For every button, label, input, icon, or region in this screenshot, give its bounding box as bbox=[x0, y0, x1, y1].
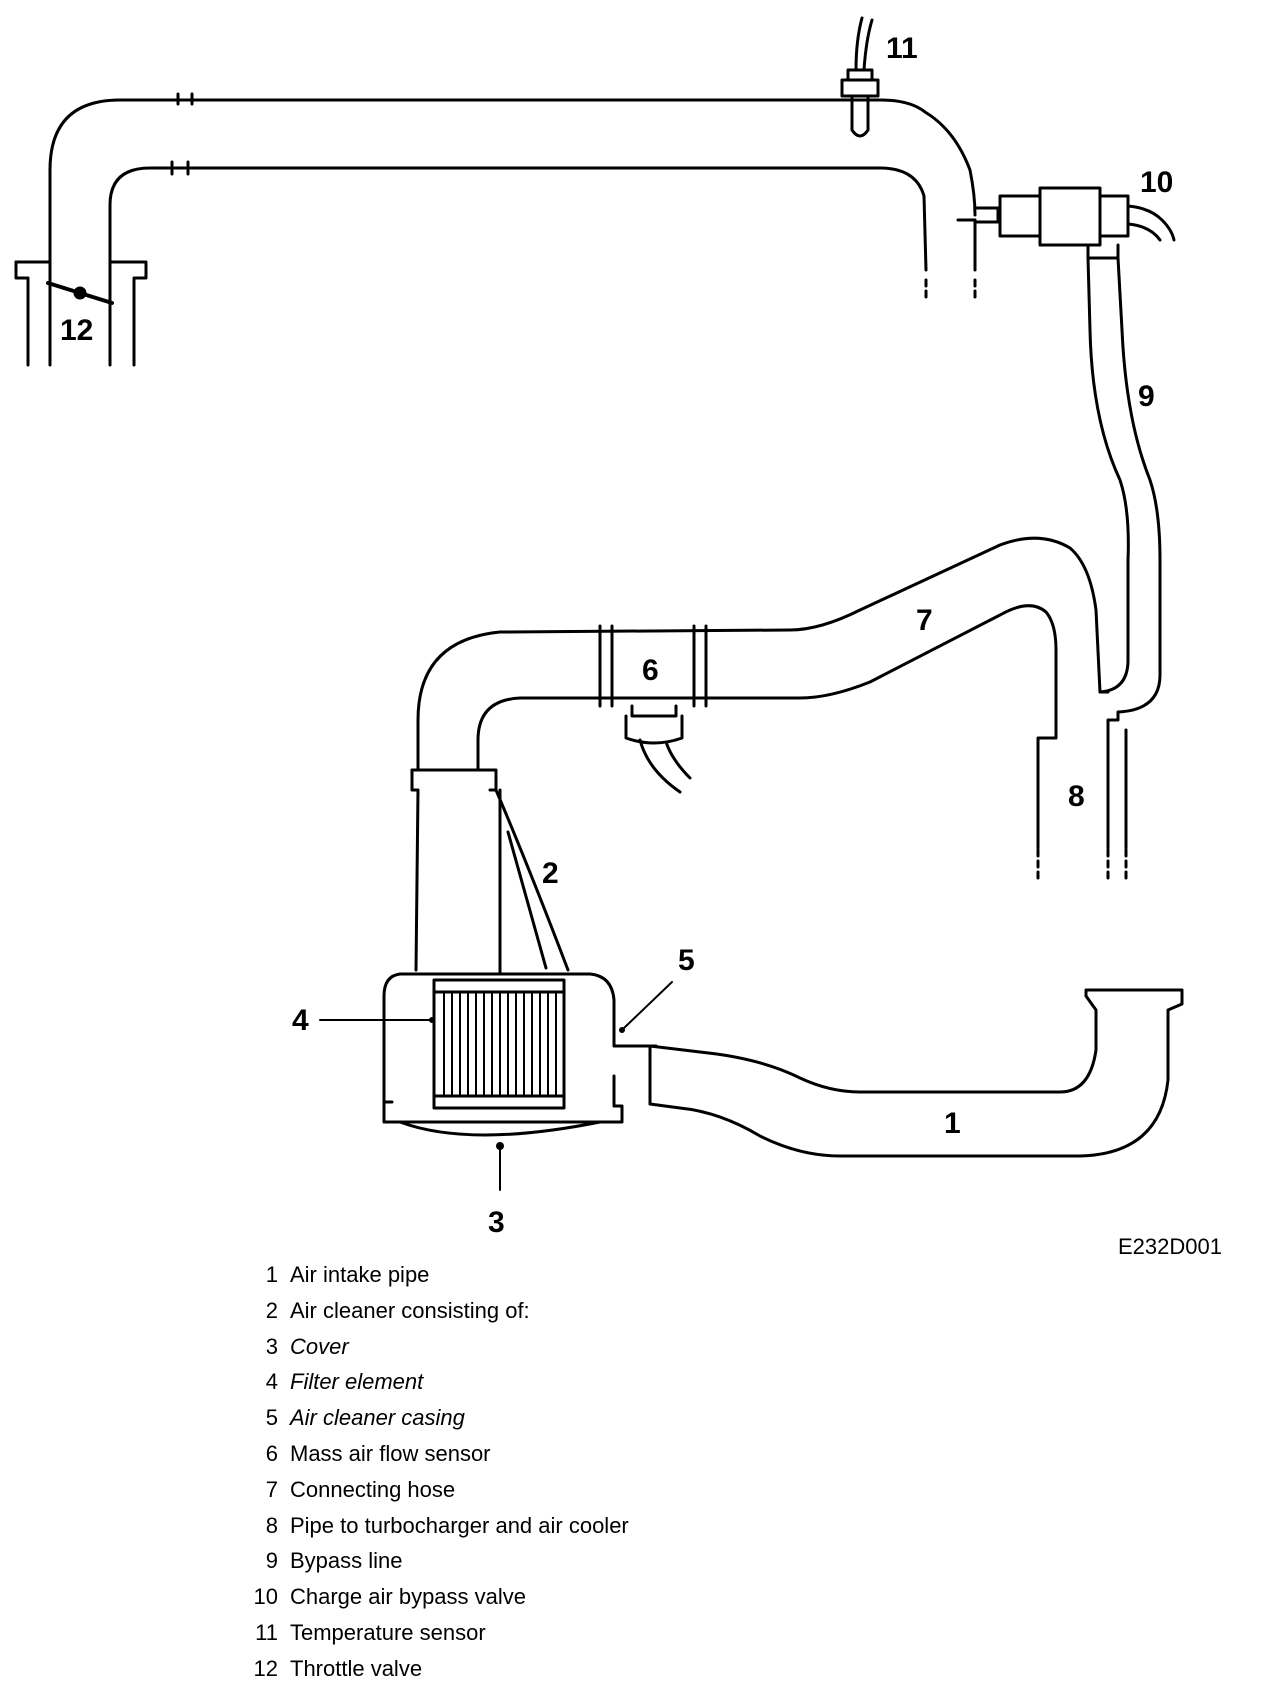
legend-text: Air intake pipe bbox=[290, 1262, 430, 1287]
callout-5: 5 bbox=[678, 944, 695, 977]
mass-air-flow-sensor bbox=[598, 624, 708, 794]
callout-1: 1 bbox=[944, 1107, 961, 1140]
legend-item: 2 Air cleaner consisting of: bbox=[238, 1298, 629, 1334]
callout-9: 9 bbox=[1138, 380, 1155, 413]
legend-item: 4 Filter element bbox=[238, 1369, 629, 1405]
callout-8: 8 bbox=[1068, 780, 1085, 813]
leader-lines bbox=[319, 981, 673, 1191]
legend-text: Mass air flow sensor bbox=[290, 1440, 491, 1466]
callout-7: 7 bbox=[916, 604, 933, 637]
air-cleaner bbox=[410, 768, 570, 974]
air-intake-pipe bbox=[648, 988, 1184, 1158]
legend-number: 9 bbox=[265, 1548, 278, 1574]
legend-text: Connecting hose bbox=[290, 1476, 456, 1502]
legend-number: 4 bbox=[265, 1369, 278, 1395]
legend-number: 6 bbox=[265, 1440, 278, 1466]
legend-text: Cover bbox=[290, 1333, 349, 1359]
legend-number: 2 bbox=[265, 1297, 278, 1323]
upper-charge-pipe bbox=[48, 92, 977, 302]
callout-10: 10 bbox=[1140, 166, 1173, 199]
legend-text: Air cleaner casing bbox=[290, 1405, 465, 1431]
connecting-hose bbox=[416, 536, 1102, 882]
legend-item: 8 Pipe to turbocharger and air cooler bbox=[238, 1513, 629, 1549]
legend-number: 7 bbox=[265, 1476, 278, 1502]
legend-number: 12 bbox=[253, 1655, 278, 1681]
air-cleaner-casing bbox=[382, 972, 658, 1137]
legend-item: 5 Air cleaner casing bbox=[238, 1405, 629, 1441]
charge-air-bypass-valve bbox=[973, 186, 1176, 260]
legend-item: 9 Bypass line bbox=[238, 1548, 629, 1584]
legend-text: Pipe to turbocharger and air cooler bbox=[290, 1512, 629, 1538]
legend-item: 1 Air intake pipe bbox=[238, 1262, 629, 1298]
legend-number: 11 bbox=[255, 1619, 278, 1645]
legend-text: Bypass line bbox=[290, 1548, 403, 1574]
legend-item: 10 Charge air bypass valve bbox=[238, 1584, 629, 1620]
legend-item: 7 Connecting hose bbox=[238, 1477, 629, 1513]
legend-number: 3 bbox=[265, 1333, 278, 1359]
casing-dot bbox=[619, 1027, 625, 1033]
legend: 1 Air intake pipe 2 Air cleaner consisting … bbox=[238, 1262, 629, 1692]
callout-3: 3 bbox=[488, 1206, 505, 1239]
bypass-line bbox=[1086, 256, 1162, 882]
callout-6: 6 bbox=[642, 654, 659, 687]
legend-text: Temperature sensor bbox=[290, 1619, 486, 1645]
callout-2: 2 bbox=[542, 857, 559, 890]
legend-text: Filter element bbox=[290, 1369, 424, 1395]
legend-number: 8 bbox=[265, 1512, 278, 1538]
legend-item: 12 Throttle valve bbox=[238, 1656, 629, 1692]
legend-item: 3 Cover bbox=[238, 1334, 629, 1370]
temperature-sensor bbox=[840, 16, 880, 138]
legend-text: Throttle valve bbox=[290, 1655, 423, 1681]
callout-11: 11 bbox=[886, 32, 918, 65]
legend-number: 1 bbox=[265, 1262, 278, 1287]
cover-dot bbox=[496, 1142, 504, 1150]
callout-12: 12 bbox=[60, 314, 93, 347]
legend-text: Charge air bypass valve bbox=[290, 1584, 527, 1610]
legend-text: Air cleaner consisting of: bbox=[290, 1297, 530, 1323]
filter-pleats bbox=[443, 991, 557, 1097]
filter-dot bbox=[429, 1017, 435, 1023]
figure-code: E232D001 bbox=[1118, 1234, 1222, 1259]
callout-4: 4 bbox=[292, 1004, 309, 1037]
legend-number: 5 bbox=[265, 1405, 278, 1431]
legend-item: 6 Mass air flow sensor bbox=[238, 1441, 629, 1477]
legend-number: 10 bbox=[253, 1584, 278, 1610]
legend-item: 11 Temperature sensor bbox=[238, 1620, 629, 1656]
